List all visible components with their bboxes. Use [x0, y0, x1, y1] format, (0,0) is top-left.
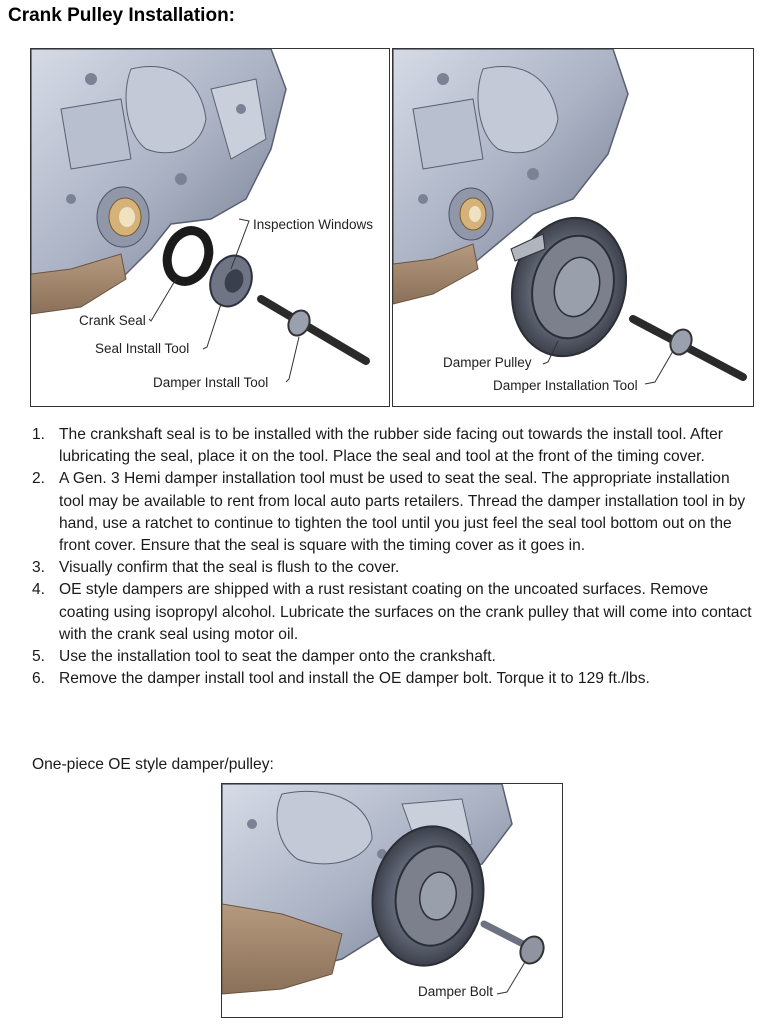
list-item: 1. The crankshaft seal is to be installe… — [32, 424, 752, 468]
label-inspection-windows: Inspection Windows — [253, 217, 374, 232]
engine-bolt-illustration — [222, 784, 545, 995]
step-number: 1. — [32, 426, 46, 443]
label-damper-pulley: Damper Pulley — [443, 355, 532, 370]
list-item: 4. OE style dampers are shipped with a r… — [32, 579, 752, 646]
installation-steps: 1. The crankshaft seal is to be installe… — [32, 424, 752, 690]
step-text: Remove the damper install tool and insta… — [59, 670, 650, 688]
label-crank-seal: Crank Seal — [79, 313, 146, 328]
label-damper-bolt: Damper Bolt — [418, 984, 494, 999]
step-text: OE style dampers are shipped with a rust… — [59, 581, 752, 643]
step-number: 6. — [32, 670, 46, 688]
label-damper-install-tool: Damper Install Tool — [153, 375, 269, 390]
engine-damper-illustration — [393, 49, 747, 385]
label-seal-install-tool: Seal Install Tool — [95, 341, 190, 356]
subheading: One-piece OE style damper/pulley: — [32, 756, 274, 773]
step-number: 5. — [32, 648, 46, 666]
figure-damper-install: Damper Pulley Damper Installation Tool — [392, 48, 754, 407]
label-damper-installation-tool: Damper Installation Tool — [493, 378, 638, 393]
list-item: 3. Visually confirm that the seal is flu… — [32, 557, 752, 579]
list-item: 2. A Gen. 3 Hemi damper installation too… — [32, 468, 752, 557]
step-number: 2. — [32, 470, 46, 488]
step-text: The crankshaft seal is to be installed w… — [59, 426, 723, 466]
figure-seal-install: Inspection Windows Crank Seal Seal Insta… — [30, 48, 390, 407]
step-text: Visually confirm that the seal is flush … — [59, 559, 400, 577]
list-item: 6. Remove the damper install tool and in… — [32, 668, 752, 690]
list-item: 5. Use the installation tool to seat the… — [32, 646, 752, 668]
engine-seal-illustration — [31, 49, 370, 383]
step-text: Use the installation tool to seat the da… — [59, 648, 496, 666]
figure-one-piece-damper: Damper Bolt — [221, 783, 563, 1018]
step-number: 4. — [32, 581, 46, 599]
step-number: 3. — [32, 559, 46, 577]
page-title: Crank Pulley Installation: — [8, 5, 235, 26]
step-text: A Gen. 3 Hemi damper installation tool m… — [59, 470, 746, 555]
